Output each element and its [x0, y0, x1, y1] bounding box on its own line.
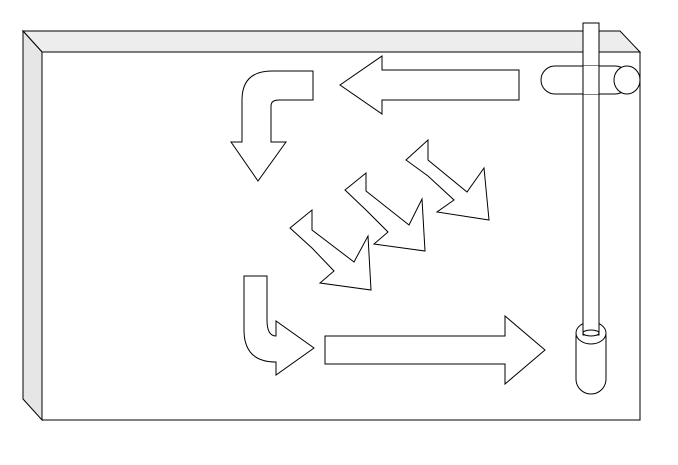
arrows: [230, 55, 546, 386]
arrow-elbow-right: [243, 275, 315, 376]
arrow-diagonal-1: [289, 208, 372, 291]
board-top-edge: [21, 30, 642, 53]
rod-over-roller: [583, 66, 599, 94]
top-roller-end: [613, 65, 641, 95]
board-left-edge: [22, 29, 43, 422]
arrow-left-top: [339, 55, 520, 115]
arrow-diagonal-2: [344, 171, 426, 252]
rod-assembly: [540, 22, 641, 395]
arrow-diagonal-3: [405, 138, 490, 221]
arrow-right-bottom: [324, 314, 546, 386]
arrow-elbow-down: [230, 70, 314, 182]
rod-base: [582, 329, 600, 337]
board-front: [41, 51, 641, 421]
